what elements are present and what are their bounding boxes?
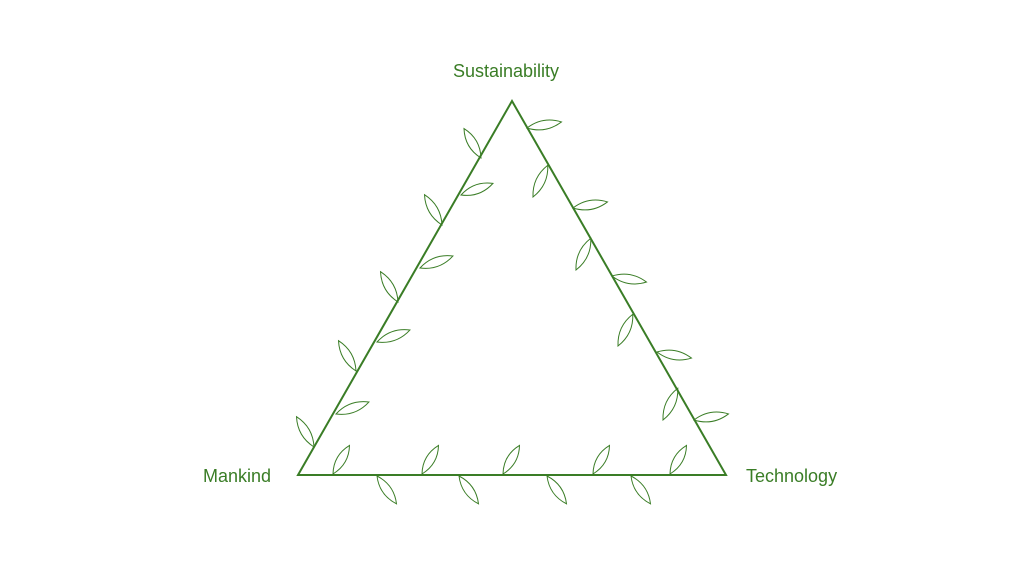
leaf-icon: [571, 199, 609, 211]
leaf-icon: [610, 273, 648, 285]
leaf-icon: [525, 119, 563, 131]
leaf-icon: [421, 444, 440, 475]
leaf-icon: [463, 127, 482, 159]
leaf-icon: [295, 415, 315, 448]
vertex-label-bottom-right: Technology: [746, 466, 838, 486]
leaf-icon: [617, 313, 634, 347]
leaf-icon: [423, 193, 443, 226]
leaf-icon: [337, 339, 357, 372]
leaf-icon: [692, 411, 730, 423]
triangle-outline: [296, 98, 728, 476]
leaf-icon: [502, 444, 521, 475]
leaf-icon: [532, 164, 549, 198]
leaf-icon: [662, 387, 679, 421]
leaf-icon: [418, 255, 454, 269]
vertex-label-bottom-left: Mankind: [203, 466, 272, 486]
leaf-icon: [630, 475, 652, 505]
leaf-icon: [575, 237, 592, 271]
leaf-icon: [334, 401, 370, 415]
leaf-icon: [376, 475, 398, 505]
leaf-vine-decoration: [295, 119, 730, 505]
leaf-icon: [459, 182, 494, 196]
leaf-icon: [546, 475, 568, 505]
leaf-icon: [592, 444, 611, 475]
leaf-icon: [379, 270, 399, 303]
leaf-icon: [655, 349, 693, 361]
vertex-label-top: Sustainability: [453, 61, 560, 81]
leaf-icon: [669, 444, 688, 475]
leaf-icon: [458, 475, 480, 505]
leaf-icon: [375, 329, 411, 343]
leaf-icon: [332, 444, 351, 475]
